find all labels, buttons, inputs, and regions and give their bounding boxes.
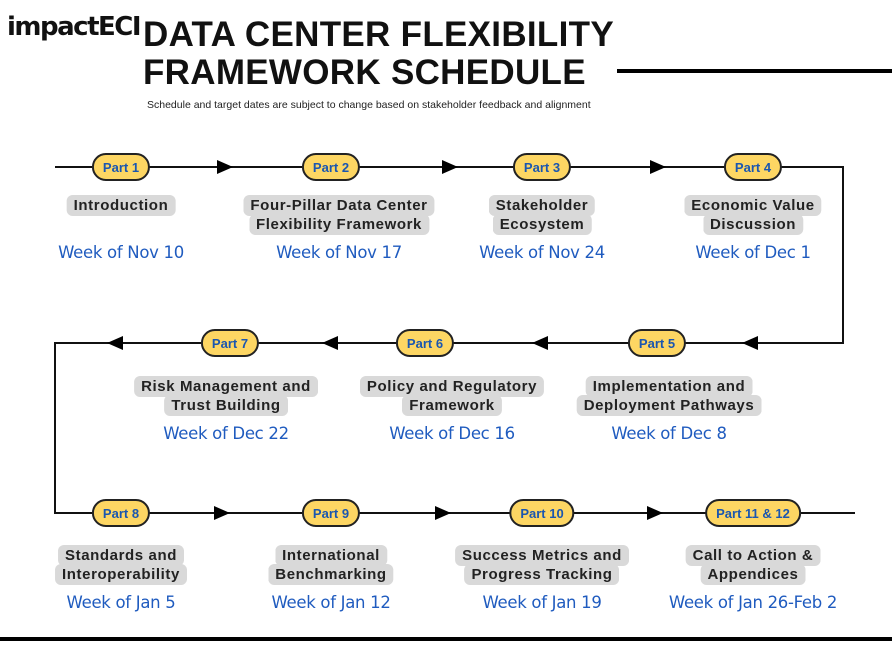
arrow-icon (742, 336, 758, 350)
part-title: Introduction (66, 195, 176, 216)
part-title: Economic Value Discussion (684, 195, 822, 235)
part-title-text: Call to Action & Appendices (685, 545, 821, 585)
part-title-text: Policy and Regulatory Framework (359, 376, 545, 416)
part-title: Policy and Regulatory Framework (359, 376, 545, 416)
logo: impactECI (7, 12, 142, 42)
part-badge: Part 4 (723, 153, 783, 181)
arrow-icon (322, 336, 338, 350)
title-line-2: FRAMEWORK SCHEDULE (143, 53, 586, 92)
part-title-text: Stakeholder Ecosystem (488, 195, 596, 235)
part-date: Week of Dec 1 (695, 243, 811, 262)
subtitle: Schedule and target dates are subject to… (147, 99, 591, 111)
part-title: Call to Action & Appendices (685, 545, 821, 585)
part-title-text: Economic Value Discussion (684, 195, 822, 235)
part-date: Week of Jan 26-Feb 2 (668, 593, 838, 612)
part-badge: Part 9 (301, 499, 361, 527)
part-title-text: Standards and Interoperability (55, 545, 187, 585)
arrow-icon (532, 336, 548, 350)
part-date: Week of Dec 8 (611, 424, 727, 443)
arrow-icon (647, 506, 663, 520)
title-line-1: DATA CENTER FLEXIBILITY (143, 15, 614, 54)
part-badge: Part 2 (301, 153, 361, 181)
part-badge: Part 3 (512, 153, 572, 181)
part-date: Week of Nov 17 (276, 243, 402, 262)
arrow-icon (214, 506, 230, 520)
arrow-icon (650, 160, 666, 174)
part-title: Risk Management and Trust Building (134, 376, 318, 416)
part-title-text: Introduction (66, 195, 176, 216)
part-badge: Part 5 (627, 329, 687, 357)
part-title-text: Risk Management and Trust Building (134, 376, 318, 416)
part-date: Week of Nov 10 (58, 243, 184, 262)
part-title-text: Implementation and Deployment Pathways (576, 376, 762, 416)
page-title: DATA CENTER FLEXIBILITY FRAMEWORK SCHEDU… (143, 16, 614, 92)
arrow-icon (435, 506, 451, 520)
part-title: Stakeholder Ecosystem (488, 195, 596, 235)
part-badge: Part 7 (200, 329, 260, 357)
part-title: Four-Pillar Data Center Flexibility Fram… (243, 195, 435, 235)
part-title-text: Four-Pillar Data Center Flexibility Fram… (243, 195, 435, 235)
part-badge: Part 10 (509, 499, 575, 527)
part-title-text: International Benchmarking (268, 545, 394, 585)
part-title: Standards and Interoperability (55, 545, 187, 585)
part-date: Week of Jan 12 (271, 593, 391, 612)
part-title: Success Metrics and Progress Tracking (455, 545, 629, 585)
arrow-icon (217, 160, 233, 174)
part-title: Implementation and Deployment Pathways (576, 376, 762, 416)
part-date: Week of Dec 22 (163, 424, 289, 443)
arrow-icon (107, 336, 123, 350)
title-rule (617, 69, 892, 73)
part-date: Week of Jan 5 (66, 593, 176, 612)
arrow-icon (442, 160, 458, 174)
part-badge: Part 11 & 12 (705, 499, 801, 527)
part-date: Week of Dec 16 (389, 424, 515, 443)
part-date: Week of Nov 24 (479, 243, 605, 262)
part-title-text: Success Metrics and Progress Tracking (455, 545, 629, 585)
part-badge: Part 8 (91, 499, 151, 527)
part-badge: Part 1 (91, 153, 151, 181)
part-badge: Part 6 (395, 329, 455, 357)
bottom-rule (0, 637, 892, 641)
part-date: Week of Jan 19 (482, 593, 602, 612)
part-title: International Benchmarking (268, 545, 394, 585)
